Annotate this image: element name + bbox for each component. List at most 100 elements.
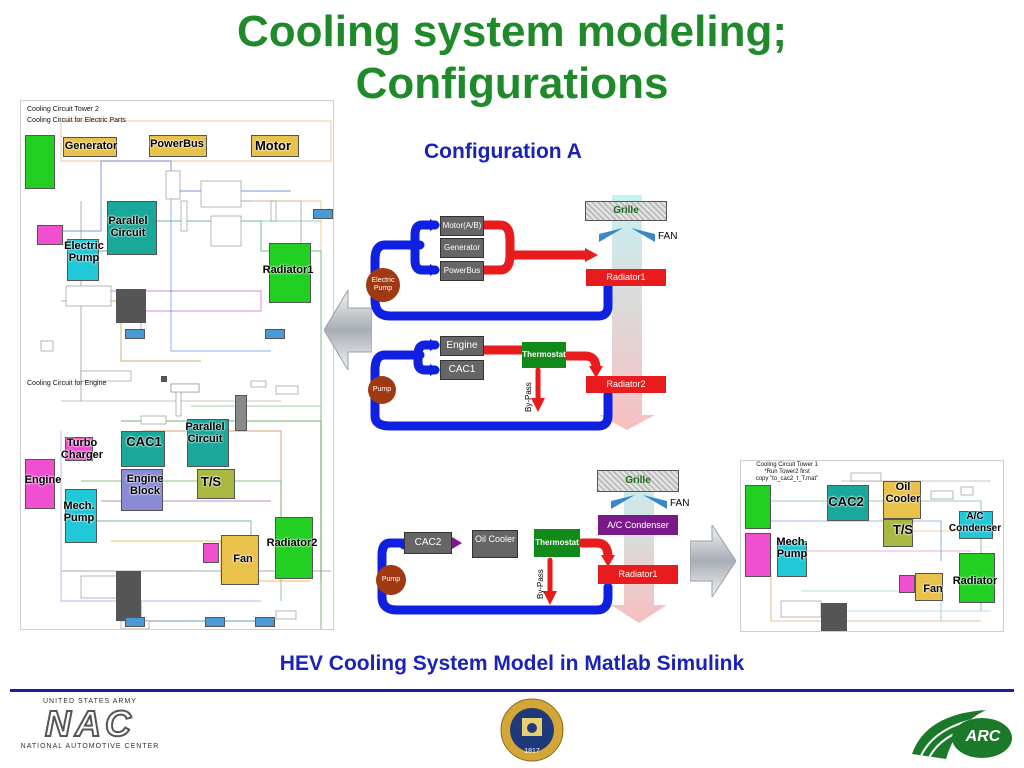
label-generator: Generator	[64, 140, 118, 152]
tower1-header-line1: Cooling Circuit Tower 1	[756, 462, 818, 468]
config-b-oil-cooler-label: Oil Cooler	[475, 534, 516, 544]
label-engine: Engine	[24, 474, 62, 486]
arc-swoosh-icon	[912, 710, 1012, 761]
nac-logo: UNITED STATES ARMY NAC NATIONAL AUTOMOTI…	[10, 698, 170, 764]
sim-block-gray-engine[interactable]	[235, 395, 247, 431]
label-right-fan: Fan	[923, 583, 943, 595]
sim-block-parallel-circuit-2[interactable]	[187, 419, 229, 467]
arc-wordmark: ARC	[965, 728, 1001, 745]
arrow-left-gray	[324, 290, 372, 370]
page-title: Cooling system modeling; Configurations	[0, 6, 1024, 110]
label-fan: Fan	[233, 553, 253, 565]
army-bottom-text: NATIONAL AUTOMOTIVE CENTER	[20, 743, 160, 750]
sim-block-pink-2[interactable]	[203, 543, 219, 563]
army-top-text: UNITED STATES ARMY	[43, 698, 137, 705]
sim-block-right-ts[interactable]	[883, 519, 913, 547]
tower1-header-line3: copy "to_cac2_t_T.mat"	[755, 476, 819, 482]
configuration-a-diagram: Grille FAN Motor(A/B) Generator PowerBus…	[360, 190, 690, 440]
engine-section-header: Cooling Circuit for Engine	[27, 380, 107, 387]
nac-wordmark: NAC	[44, 703, 135, 744]
sim-block-powerbus[interactable]	[149, 135, 207, 157]
config-b-ac-condenser-label: A/C Condenser	[607, 520, 669, 530]
sim-block-scope-5[interactable]	[205, 617, 225, 627]
label-turbo-charger: Turbo Charger	[60, 437, 104, 461]
sim-block-parallel-circuit[interactable]	[107, 201, 157, 255]
label-parallel-circuit-2: Parallel Circuit	[185, 421, 225, 445]
university-seal: 1817	[500, 698, 564, 762]
sim-block-right-cac2[interactable]	[827, 485, 869, 521]
sim-block-pink-1[interactable]	[37, 225, 63, 245]
config-b-ac-condenser-box: A/C Condenser	[598, 515, 678, 535]
sim-block-ts[interactable]	[197, 469, 235, 499]
label-radiator1: Radiator1	[262, 264, 314, 276]
label-right-ac-condenser: A/C Condenser	[948, 511, 1002, 534]
sim-block-generator[interactable]	[63, 137, 117, 157]
simulink-model-tower1: Cooling Circuit Tower 1 *Run Tower2 firs…	[740, 460, 1004, 632]
config-b-fan-label: FAN	[670, 498, 690, 509]
config-a-electric-pump: Electric Pump	[366, 268, 400, 302]
simulink-model-tower2: Cooling Circuit Tower 2 Cooling Circuit …	[20, 100, 334, 630]
config-a-cac1-box: CAC1	[440, 360, 484, 380]
config-a-bypass-label: By-Pass	[524, 382, 533, 412]
sim-block-right-fan[interactable]	[915, 573, 943, 601]
label-ts: T/S	[200, 474, 222, 489]
sim-block-scope-4[interactable]	[125, 617, 145, 627]
sim-block-turbo-charger[interactable]	[65, 437, 93, 461]
sim-block-right-mech-pump[interactable]	[777, 541, 807, 577]
config-b-bypass-label: By-Pass	[536, 569, 545, 599]
label-right-ts: T/S	[892, 522, 914, 537]
config-a-fan-label: FAN	[658, 231, 678, 242]
sim-block-right-oil-cooler[interactable]	[883, 481, 921, 519]
label-right-mech-pump: Mech. Pump	[776, 536, 808, 560]
sim-block-electric-pump[interactable]	[67, 239, 99, 281]
sim-block-radiator2[interactable]	[275, 517, 313, 579]
config-a-thermostat-box: Thermostat	[522, 342, 566, 368]
model-wiring-right	[761, 472, 991, 631]
label-cac1: CAC1	[126, 434, 162, 449]
sim-block-engine-block[interactable]	[121, 469, 163, 511]
sim-block-scope-2[interactable]	[265, 329, 285, 339]
config-a-generator-box: Generator	[440, 238, 484, 258]
config-b-pump-label: Pump	[381, 576, 401, 583]
config-a-motor-box: Motor(A/B)	[440, 216, 484, 236]
config-a-pump-label: Pump	[372, 386, 392, 393]
sim-block-mech-pump[interactable]	[65, 489, 97, 543]
electric-parts-header: Cooling Circuit for Electric Parts	[27, 117, 126, 124]
config-b-cac2-box: CAC2	[404, 532, 452, 554]
label-mech-pump: Mech. Pump	[63, 500, 95, 524]
config-b-grille: Grille	[597, 470, 679, 492]
label-powerbus: PowerBus	[150, 138, 204, 150]
label-radiator2: Radiator2	[266, 537, 318, 549]
config-b-thermostat-box: Thermostat	[534, 529, 580, 557]
sim-block-right-ac-condenser[interactable]	[959, 511, 993, 539]
label-motor: Motor	[254, 138, 292, 153]
sim-block-fan[interactable]	[221, 535, 259, 585]
footer-divider	[10, 689, 1014, 692]
config-a-electric-pump-label: Electric Pump	[371, 277, 395, 292]
sim-block-green-top[interactable]	[25, 135, 55, 189]
config-a-radiator2-box: Radiator2	[586, 376, 666, 393]
tower2-header: Cooling Circuit Tower 2	[27, 106, 99, 113]
sim-block-scope-3[interactable]	[313, 209, 333, 219]
label-engine-block: Engine Block	[126, 473, 164, 497]
sim-block-right-green[interactable]	[745, 485, 771, 529]
label-parallel-circuit: Parallel Circuit	[108, 215, 148, 239]
sim-block-scope-1[interactable]	[125, 329, 145, 339]
config-b-oil-cooler-box: Oil Cooler	[472, 530, 518, 558]
sim-block-right-radiator[interactable]	[959, 553, 995, 603]
config-a-flows	[370, 195, 655, 431]
label-right-radiator: Radiator	[952, 575, 998, 587]
sim-block-scope-6[interactable]	[255, 617, 275, 627]
sim-block-right-pink[interactable]	[745, 533, 771, 577]
title-line-1: Cooling system modeling;	[236, 7, 788, 56]
sim-block-cac1[interactable]	[121, 431, 165, 467]
footer-caption: HEV Cooling System Model in Matlab Simul…	[279, 652, 745, 675]
seal-icon	[500, 698, 564, 762]
sim-block-engine[interactable]	[25, 459, 55, 509]
sim-block-right-pink-small[interactable]	[899, 575, 915, 593]
sim-block-radiator1[interactable]	[269, 243, 311, 303]
sim-block-motor[interactable]	[251, 135, 299, 157]
seal-year: 1817	[524, 748, 540, 755]
arc-logo: ARC	[906, 704, 1014, 764]
config-a-engine-box: Engine	[440, 336, 484, 356]
